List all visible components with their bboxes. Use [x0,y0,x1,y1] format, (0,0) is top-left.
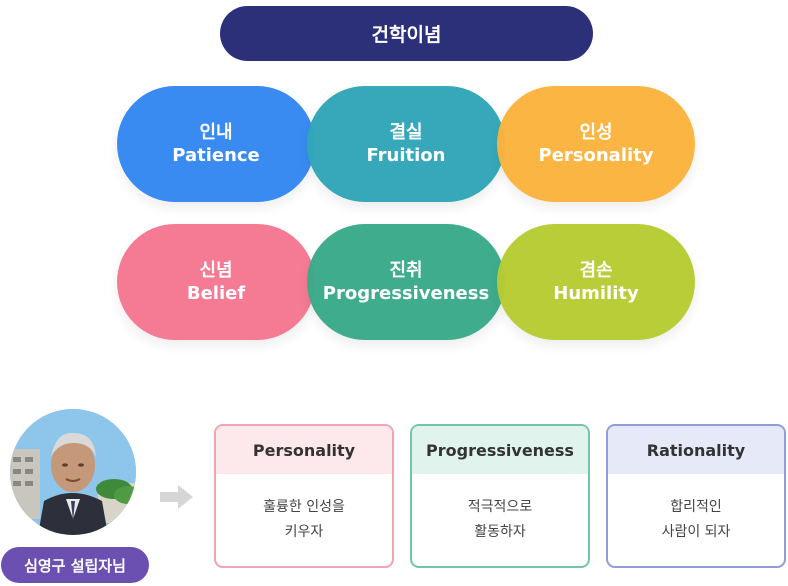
value-korean: 신념 [199,259,233,281]
founder-portrait-illustration [10,409,136,535]
value-korean: 진취 [389,259,423,281]
card-text-line: 활동하자 [474,524,526,540]
card-text-line: 합리적인 [670,498,722,515]
value-pill-personality: 인성 Personality [497,86,695,202]
value-english: Progressiveness [322,283,490,304]
card-title: Progressiveness [412,426,588,474]
card-body: 적극적으로 활동하자 [412,474,588,566]
card-body: 훌륭한 인성을 키우자 [216,474,392,566]
section-title: 건학이념 [371,24,442,46]
founder-photo [10,409,136,535]
card-body: 합리적인 사람이 되자 [608,474,784,566]
card-title: Personality [216,426,392,474]
card-personality: Personality 훌륭한 인성을 키우자 [214,424,394,568]
value-pill-belief: 신념 Belief [117,224,315,340]
arrow-right-icon [160,485,193,509]
value-english: Humility [553,283,639,304]
value-pill-fruition: 결실 Fruition [307,86,505,202]
founder-name-badge: 심영구 설립자님 [1,547,149,583]
value-korean: 겸손 [579,259,613,281]
founder-name: 심영구 설립자님 [24,556,126,575]
value-korean: 인성 [579,121,613,143]
value-korean: 결실 [389,121,423,143]
value-english: Belief [186,283,246,304]
card-text-line: 적극적으로 [467,498,533,515]
value-korean: 인내 [199,121,233,143]
card-text-line: 훌륭한 인성을 [263,498,345,515]
value-english: Patience [172,145,260,166]
card-title: Rationality [608,426,784,474]
value-pill-patience: 인내 Patience [117,86,315,202]
card-text-line: 사람이 되자 [661,524,731,540]
section-title-pill: 건학이념 [220,6,593,61]
card-progressiveness: Progressiveness 적극적으로 활동하자 [410,424,590,568]
card-rationality: Rationality 합리적인 사람이 되자 [606,424,786,568]
value-pill-progressiveness: 진취 Progressiveness [307,224,505,340]
value-english: Personality [538,145,654,166]
card-text-line: 키우자 [284,524,324,540]
value-english: Fruition [366,145,446,166]
value-pill-humility: 겸손 Humility [497,224,695,340]
